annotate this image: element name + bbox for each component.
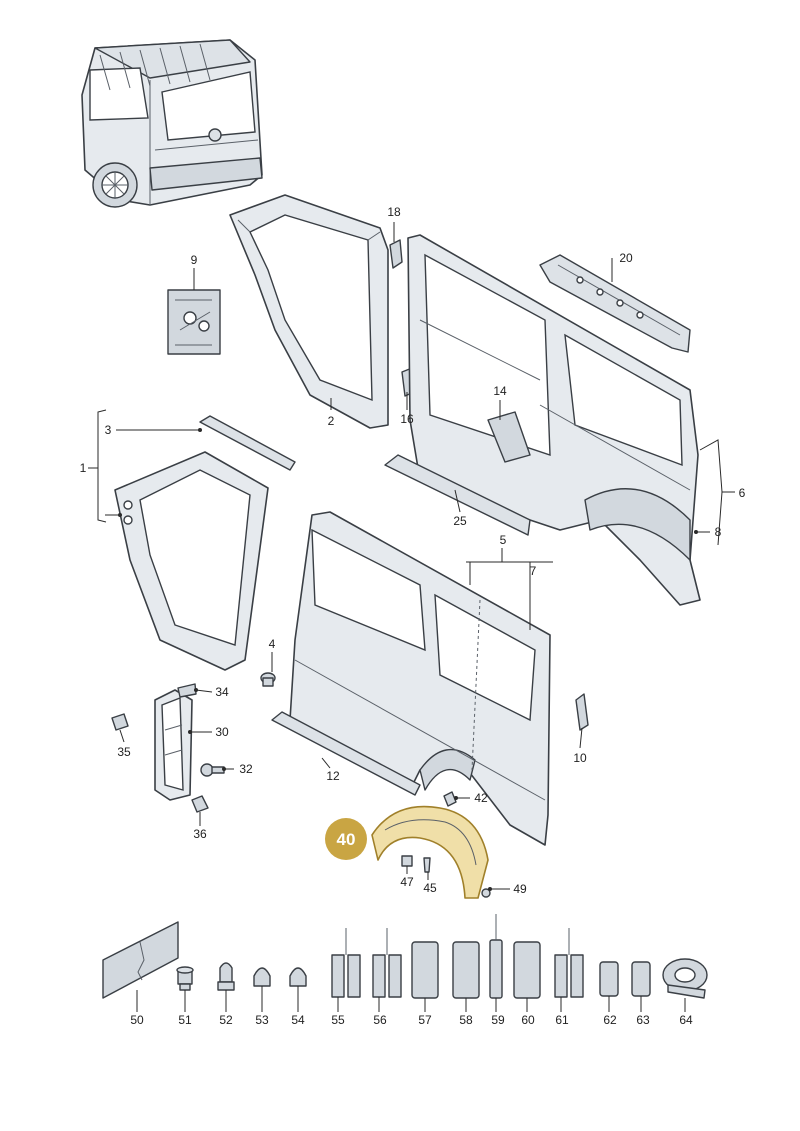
part-59-tube[interactable]: [489, 914, 503, 999]
label-25[interactable]: 25: [453, 514, 467, 528]
vehicle-illustration: [81, 39, 263, 208]
label-53[interactable]: 53: [255, 1013, 269, 1027]
label-45[interactable]: 45: [423, 881, 437, 895]
part-3-strip[interactable]: [199, 415, 296, 471]
part-54-cap[interactable]: [289, 967, 307, 987]
part-52-plug[interactable]: [217, 962, 235, 991]
part-5-side-panel-outer[interactable]: [289, 511, 551, 846]
part-36-cap[interactable]: [191, 795, 209, 813]
label-6[interactable]: 6: [739, 486, 746, 500]
part-42-clip[interactable]: [443, 791, 457, 807]
part-45-screw[interactable]: [423, 857, 431, 873]
label-50[interactable]: 50: [130, 1013, 144, 1027]
label-49[interactable]: 49: [513, 882, 527, 896]
part-49-screw[interactable]: [481, 888, 491, 898]
part-20-rail[interactable]: [539, 254, 691, 353]
part-4-clip[interactable]: [260, 672, 276, 687]
label-16[interactable]: 16: [400, 412, 414, 426]
label-64[interactable]: 64: [679, 1013, 693, 1027]
part-57-cartridge[interactable]: [411, 941, 439, 999]
part-25-sill[interactable]: [384, 454, 531, 536]
part-30-bracket[interactable]: [154, 689, 193, 801]
part-34-clip[interactable]: [177, 683, 197, 698]
part-32-bolt[interactable]: [200, 763, 225, 777]
label-63[interactable]: 63: [636, 1013, 650, 1027]
label-3[interactable]: 3: [105, 423, 112, 437]
label-36[interactable]: 36: [193, 827, 207, 841]
part-6-side-panel-inner[interactable]: [407, 234, 701, 606]
label-57[interactable]: 57: [418, 1013, 432, 1027]
part-61-cartridge-pair[interactable]: [554, 928, 584, 998]
label-56[interactable]: 56: [373, 1013, 387, 1027]
part-10-bracket[interactable]: [575, 693, 589, 731]
label-9[interactable]: 9: [191, 253, 198, 267]
label-18[interactable]: 18: [387, 205, 401, 219]
label-54[interactable]: 54: [291, 1013, 305, 1027]
label-42[interactable]: 42: [474, 791, 488, 805]
part-50-sheet[interactable]: [102, 921, 179, 999]
label-60[interactable]: 60: [521, 1013, 535, 1027]
label-59[interactable]: 59: [491, 1013, 505, 1027]
part-9-plate[interactable]: [167, 289, 221, 355]
part-58-cartridge[interactable]: [452, 941, 480, 999]
part-35-clip[interactable]: [111, 713, 129, 731]
label-58[interactable]: 58: [459, 1013, 473, 1027]
part-40-wheelhouse-liner[interactable]: [371, 805, 489, 899]
part-1-pillar-frame[interactable]: [114, 451, 269, 671]
label-12[interactable]: 12: [326, 769, 340, 783]
label-5[interactable]: 5: [500, 533, 507, 547]
label-52[interactable]: 52: [219, 1013, 233, 1027]
label-40[interactable]: 40: [337, 830, 356, 849]
part-number-labels: 9 2 18 16 14 20 25 3 1 6 8 5 7 4 10 12 3…: [80, 205, 746, 1027]
part-47-nut[interactable]: [401, 855, 413, 867]
part-55-cartridge-pair[interactable]: [331, 928, 361, 998]
label-61[interactable]: 61: [555, 1013, 569, 1027]
part-18-bracket[interactable]: [389, 239, 403, 269]
label-32[interactable]: 32: [239, 762, 253, 776]
label-55[interactable]: 55: [331, 1013, 345, 1027]
label-47[interactable]: 47: [400, 875, 414, 889]
leader-lines: [88, 222, 735, 1012]
label-8[interactable]: 8: [715, 525, 722, 539]
label-35[interactable]: 35: [117, 745, 131, 759]
label-4[interactable]: 4: [269, 637, 276, 651]
part-56-cartridge-pair[interactable]: [372, 928, 402, 998]
label-14[interactable]: 14: [493, 384, 507, 398]
label-30[interactable]: 30: [215, 725, 229, 739]
part-63-can[interactable]: [631, 961, 651, 997]
part-62-can[interactable]: [599, 961, 619, 997]
part-12-sill[interactable]: [271, 711, 421, 796]
label-34[interactable]: 34: [215, 685, 229, 699]
label-51[interactable]: 51: [178, 1013, 192, 1027]
part-64-tape-roll[interactable]: [662, 958, 708, 999]
part-53-cap[interactable]: [253, 967, 271, 987]
part-60-cartridge[interactable]: [513, 941, 541, 999]
label-62[interactable]: 62: [603, 1013, 617, 1027]
label-10[interactable]: 10: [573, 751, 587, 765]
label-2[interactable]: 2: [328, 414, 335, 428]
label-7[interactable]: 7: [530, 564, 537, 578]
label-20[interactable]: 20: [619, 251, 633, 265]
highlight-badge[interactable]: [325, 818, 367, 860]
part-51-plug[interactable]: [176, 966, 194, 991]
part-2-door-frame[interactable]: [229, 194, 389, 429]
label-1[interactable]: 1: [80, 461, 87, 475]
